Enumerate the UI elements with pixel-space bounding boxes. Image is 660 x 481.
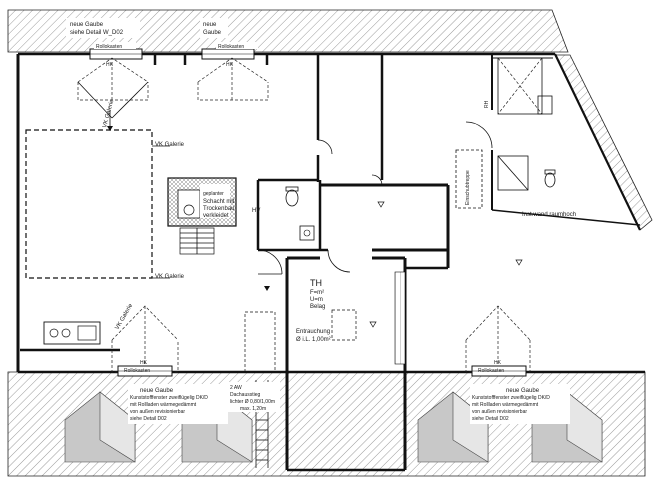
bottom-right-shutter: Rollokasten bbox=[478, 368, 504, 374]
shaft bbox=[167, 177, 237, 227]
bottom-left-shutter: Rollokasten bbox=[124, 368, 150, 374]
top-dormer-left-label-1: neue Gaube bbox=[70, 22, 104, 28]
bottom-right-dormer-1: neue Gaube bbox=[506, 388, 540, 394]
bottom-left-dormer-5: siehe Detail D02 bbox=[130, 416, 167, 422]
shaft-label-1: geplanter bbox=[203, 191, 224, 197]
stairwell-area: F=m² bbox=[310, 290, 324, 296]
bottom-left-hk: HK bbox=[140, 360, 148, 366]
galerie-label-bottom: VK Galerie bbox=[155, 274, 185, 280]
top-dormer-left-shutter: Rollokasten bbox=[96, 44, 122, 50]
installation-wall-label: Inst.wand raumhoch bbox=[522, 212, 576, 218]
roof-hatch-label-2: Dachausstieg bbox=[230, 392, 261, 398]
bottom-right-dormer-4: von außen revisionierbar bbox=[472, 409, 527, 415]
dormer-outline-top bbox=[77, 57, 269, 119]
bottom-left-dormer-1: neue Gaube bbox=[140, 388, 174, 394]
roof-hatch-label-1: 2 AW bbox=[230, 385, 242, 391]
bottom-windows bbox=[117, 365, 527, 377]
bath-rh-label: RH bbox=[484, 100, 490, 108]
stairwell-floor: Belag bbox=[310, 304, 325, 310]
interior-walls bbox=[20, 54, 641, 352]
wc-room bbox=[285, 186, 315, 241]
galerie-opening bbox=[25, 129, 153, 279]
smoke-vent-label-2: Ø i.L. 1,00m² bbox=[296, 337, 331, 343]
doors bbox=[257, 121, 493, 275]
top-dormer-mid-label-1: neue bbox=[203, 22, 217, 28]
top-dormer-mid-hk: HK bbox=[226, 62, 234, 68]
pull-down-stair bbox=[455, 149, 483, 209]
pull-down-stair-label: Einschubtreppe bbox=[465, 170, 471, 205]
bottom-right-hk: HK bbox=[494, 360, 502, 366]
bottom-right-dormer-2: Kunststofffenster zweiflügelig DK/D bbox=[472, 395, 550, 401]
bottom-left-dormer-3: mit Rollladen wärmegedämmt bbox=[130, 402, 197, 408]
bottom-left-dormer-2: Kunststofffenster zweiflügelig DK/D bbox=[130, 395, 208, 401]
bottom-left-dormer-4: von außen revisionierbar bbox=[130, 409, 185, 415]
stairwell-perimeter: U=m bbox=[310, 297, 323, 303]
top-dormer-mid-shutter: Rollokasten bbox=[218, 44, 244, 50]
galerie-label-top: VK Galerie bbox=[155, 142, 185, 148]
shaft-label-2: Schacht mit bbox=[203, 199, 235, 205]
bathroom bbox=[497, 57, 556, 191]
shaft-label-3: Trockenbau bbox=[203, 206, 234, 212]
roof-edge-top bbox=[7, 9, 569, 53]
stairwell-title: TH bbox=[310, 278, 322, 288]
stairwell bbox=[285, 256, 407, 472]
smoke-vent-label-1: Entrauchung bbox=[296, 329, 330, 335]
small-stair bbox=[179, 227, 215, 255]
roof-hatch-label-4: max. 1,20m bbox=[240, 406, 266, 412]
kitchen-counter bbox=[43, 321, 101, 345]
top-dormer-left-hk: HK bbox=[106, 62, 114, 68]
top-dormer-left-label-2: siehe Detail W_D02 bbox=[70, 30, 124, 36]
bottom-right-dormer-5: siehe Detail D02 bbox=[472, 416, 509, 422]
level-markers bbox=[264, 201, 523, 328]
top-dormer-mid-label-2: Gaube bbox=[203, 30, 222, 36]
shaft-label-4: verkleidet bbox=[203, 213, 229, 219]
hv-label: HV bbox=[252, 208, 260, 214]
roof-hatch-label-3: lichter Ø 0,80/1,00m bbox=[230, 399, 275, 405]
bottom-right-dormer-3: mit Rollladen wärmegedämmt bbox=[472, 402, 539, 408]
